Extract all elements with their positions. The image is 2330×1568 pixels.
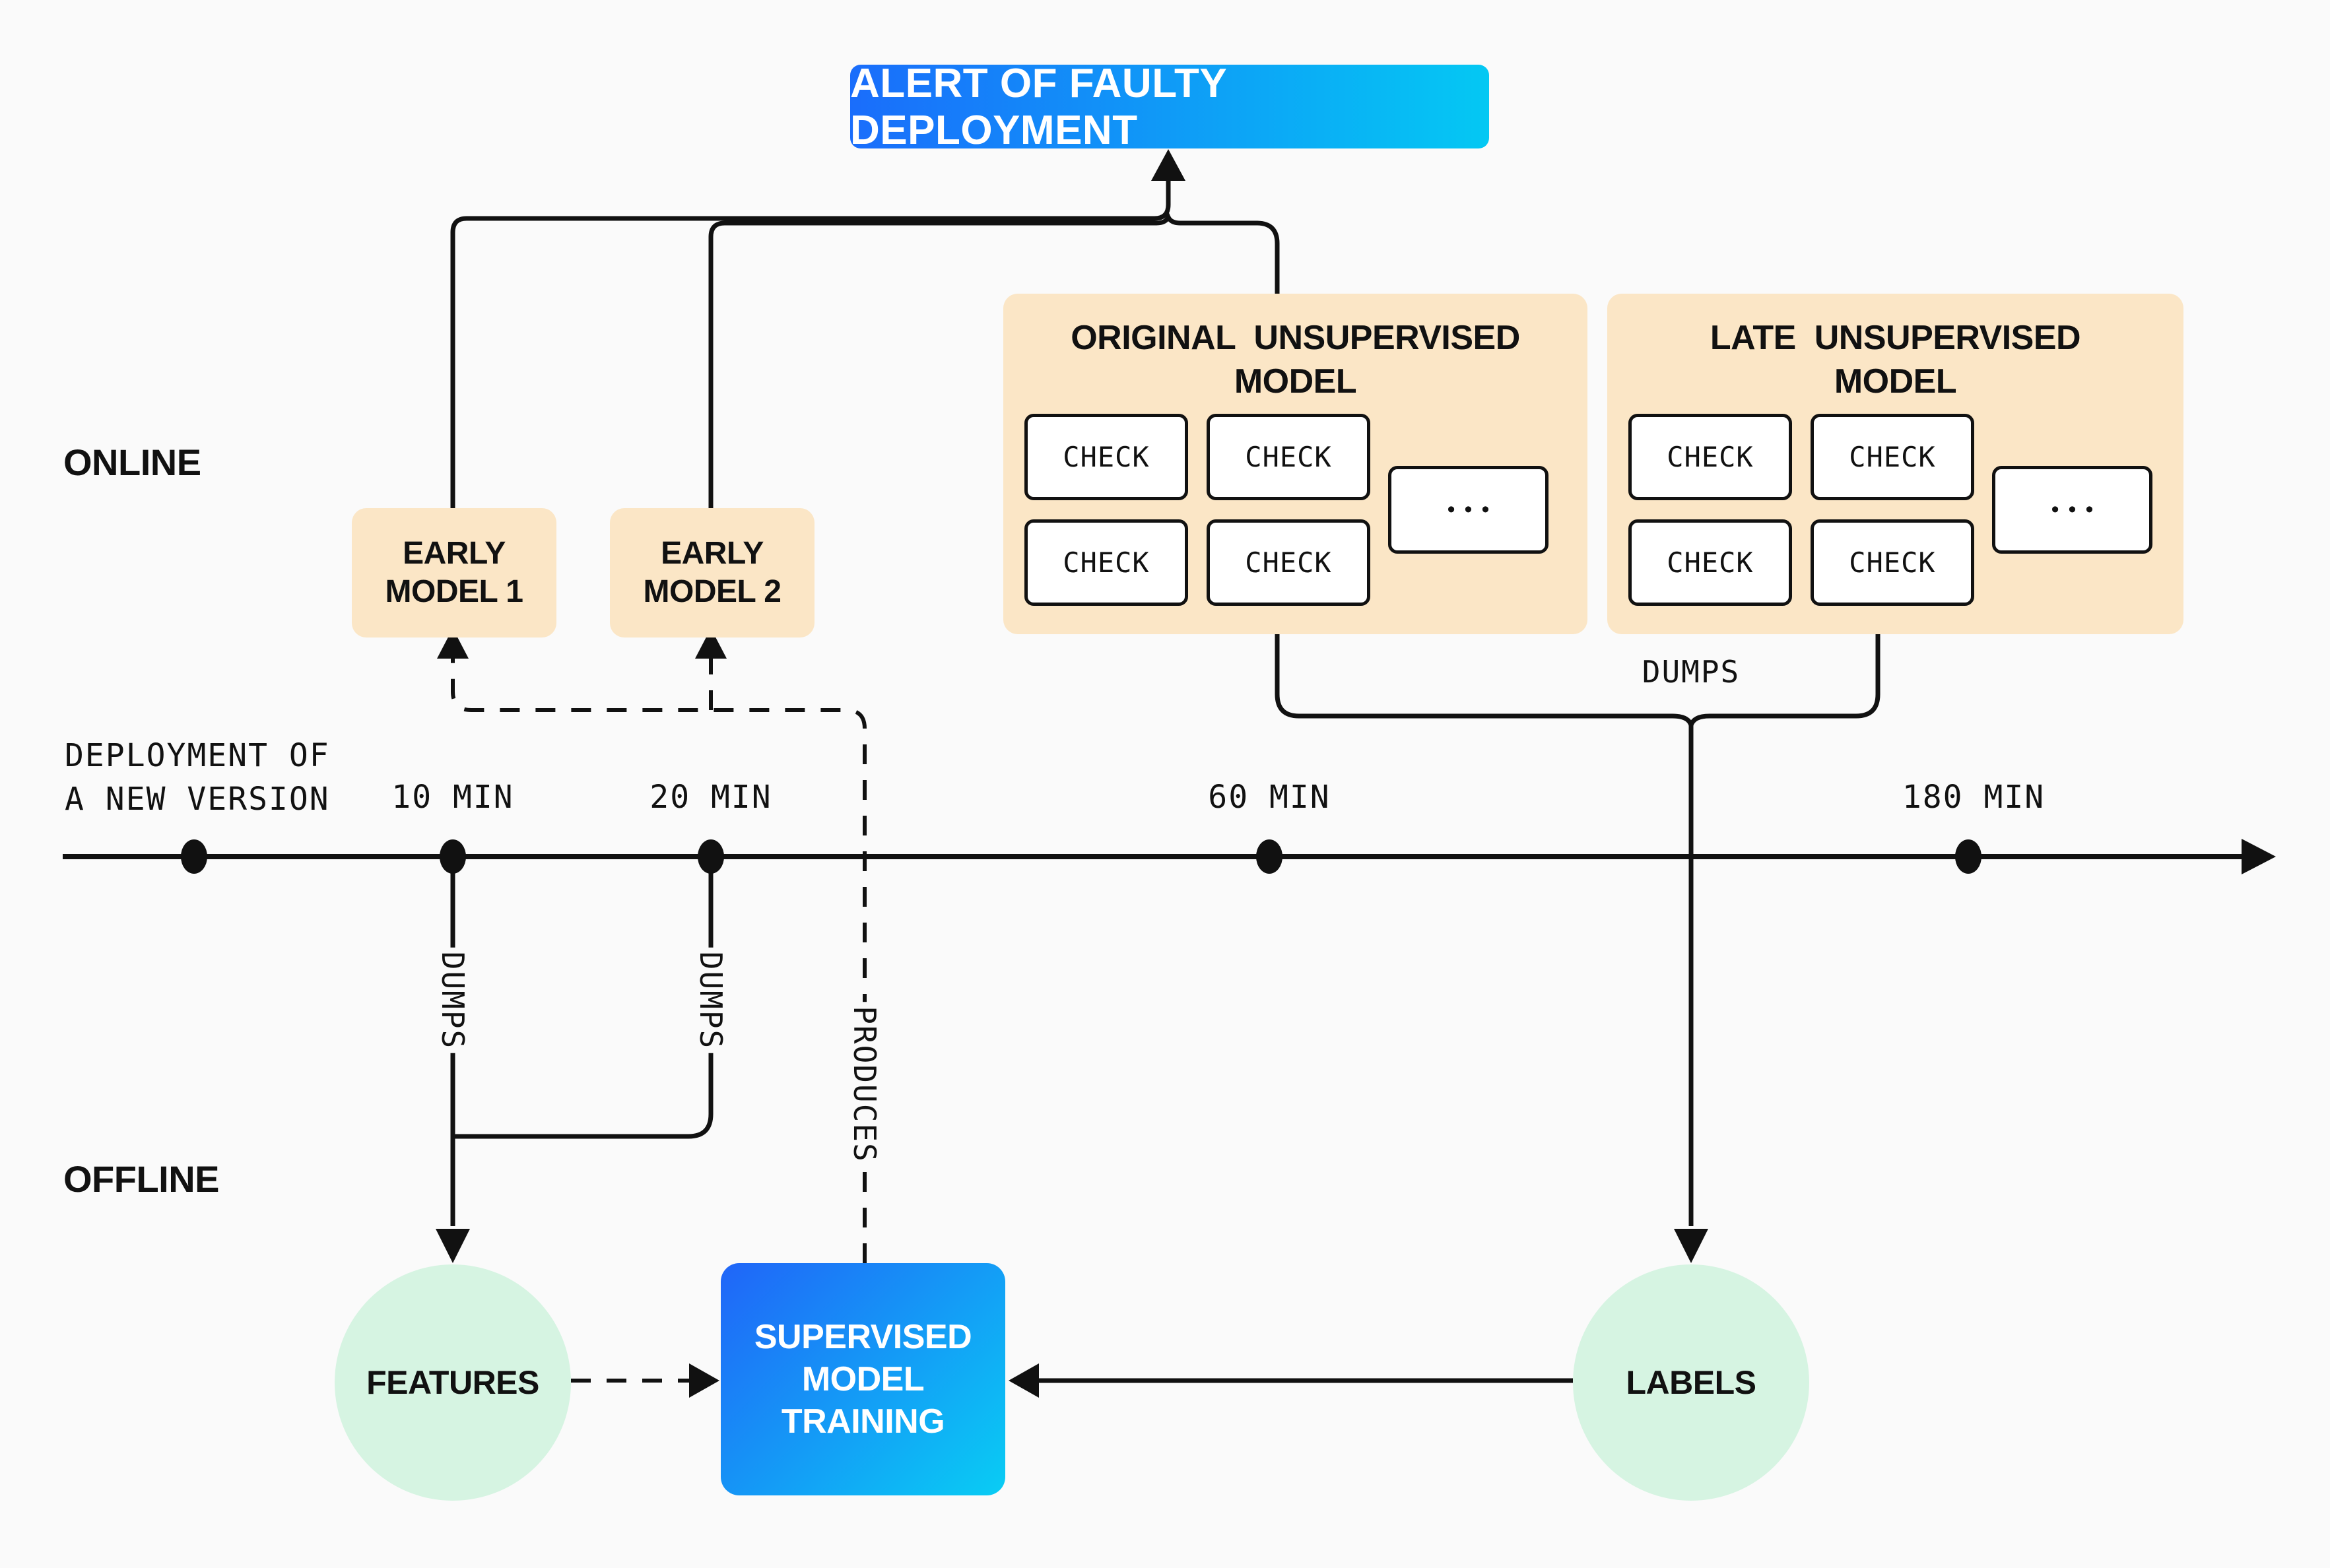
arrowhead-timeline-end xyxy=(2242,839,2276,874)
early-model-2-line2: MODEL 2 xyxy=(643,574,782,609)
timeline-origin-label: DEPLOYMENT OF A NEW VERSION xyxy=(65,734,330,821)
labels-node: LABELS xyxy=(1573,1264,1809,1501)
timeline-dot-180min xyxy=(1955,839,1981,874)
late-check-3: CHECK xyxy=(1628,519,1792,606)
arrowhead-to-early-model-2 xyxy=(695,628,727,659)
connector-produces-dashed xyxy=(451,653,867,1263)
arrowhead-to-labels xyxy=(1674,1229,1708,1263)
early-model-1-line2: MODEL 1 xyxy=(385,574,523,609)
timeline-dot-10min xyxy=(440,839,466,874)
arrowhead-to-features xyxy=(436,1229,470,1263)
arrowhead-to-early-model-1 xyxy=(437,628,469,659)
late-model-title-line1: LATE UNSUPERVISED xyxy=(1710,319,2081,357)
training-label-line2: MODEL xyxy=(801,1360,925,1398)
connector-early-model-2-to-original-model xyxy=(708,211,1280,509)
late-check-4: CHECK xyxy=(1811,519,1974,606)
produces-label: PRODUCES xyxy=(842,1002,888,1167)
timeline-tick-10min: 10 MIN xyxy=(391,779,514,816)
alert-label: ALERT OF FAULTY DEPLOYMENT xyxy=(850,60,1227,153)
training-label-line3: TRAINING xyxy=(781,1402,945,1441)
early-model-2-line1: EARLY xyxy=(661,536,764,571)
labels-label: LABELS xyxy=(1626,1364,1757,1401)
original-model-title-line1: ORIGINAL UNSUPERVISED xyxy=(1071,319,1520,357)
supervised-model-training-box: SUPERVISED MODEL TRAINING xyxy=(721,1263,1005,1495)
late-model-title: LATE UNSUPERVISED MODEL xyxy=(1607,316,2183,403)
timeline-tick-60min: 60 MIN xyxy=(1208,779,1331,816)
online-section-label: ONLINE xyxy=(63,441,201,483)
arrowhead-to-alert xyxy=(1151,149,1185,181)
early-model-1-line1: EARLY xyxy=(403,536,506,571)
late-check-2: CHECK xyxy=(1811,414,1974,500)
early-model-2-box: EARLY MODEL 2 xyxy=(610,508,815,637)
connector-models-dump-bracket xyxy=(1275,632,1881,734)
connector-early-model-1-to-alert xyxy=(450,173,1171,509)
training-label-line1: SUPERVISED xyxy=(754,1318,972,1356)
dumps-label-20min: DUMPS xyxy=(688,947,734,1054)
original-check-4: CHECK xyxy=(1207,519,1370,606)
connector-20min-elbow xyxy=(453,857,714,1139)
alert-banner: ALERT OF FAULTY DEPLOYMENT xyxy=(850,61,1489,153)
features-label: FEATURES xyxy=(366,1364,539,1401)
features-node: FEATURES xyxy=(335,1264,571,1501)
dumps-label-models: DUMPS xyxy=(1638,649,1745,695)
dumps-label-10min: DUMPS xyxy=(430,947,476,1054)
original-check-1: CHECK xyxy=(1024,414,1188,500)
timeline-tick-180min: 180 MIN xyxy=(1902,779,2046,816)
early-model-1-box: EARLY MODEL 1 xyxy=(352,508,556,637)
original-unsupervised-model-box: ORIGINAL UNSUPERVISED MODEL CHECK CHECK … xyxy=(1003,294,1587,634)
arrowhead-features-to-training xyxy=(689,1363,719,1398)
original-check-2: CHECK xyxy=(1207,414,1370,500)
late-model-title-line2: MODEL xyxy=(1834,362,1957,401)
late-unsupervised-model-box: LATE UNSUPERVISED MODEL CHECK CHECK CHEC… xyxy=(1607,294,2183,634)
timeline-origin-line1: DEPLOYMENT OF xyxy=(65,737,330,774)
original-model-title-line2: MODEL xyxy=(1234,362,1357,401)
original-model-title: ORIGINAL UNSUPERVISED MODEL xyxy=(1003,316,1587,403)
timeline-origin-line2: A NEW VERSION xyxy=(65,781,330,818)
offline-section-label: OFFLINE xyxy=(63,1158,220,1200)
timeline-dot-deployment xyxy=(181,839,207,874)
arrowhead-labels-to-training xyxy=(1009,1363,1039,1398)
late-check-1: CHECK xyxy=(1628,414,1792,500)
late-more-checks-box: ••• xyxy=(1992,466,2152,554)
timeline-dot-20min xyxy=(698,839,724,874)
timeline-tick-20min: 20 MIN xyxy=(649,779,772,816)
original-check-3: CHECK xyxy=(1024,519,1188,606)
timeline-dot-60min xyxy=(1256,839,1282,874)
original-more-checks-box: ••• xyxy=(1388,466,1548,554)
